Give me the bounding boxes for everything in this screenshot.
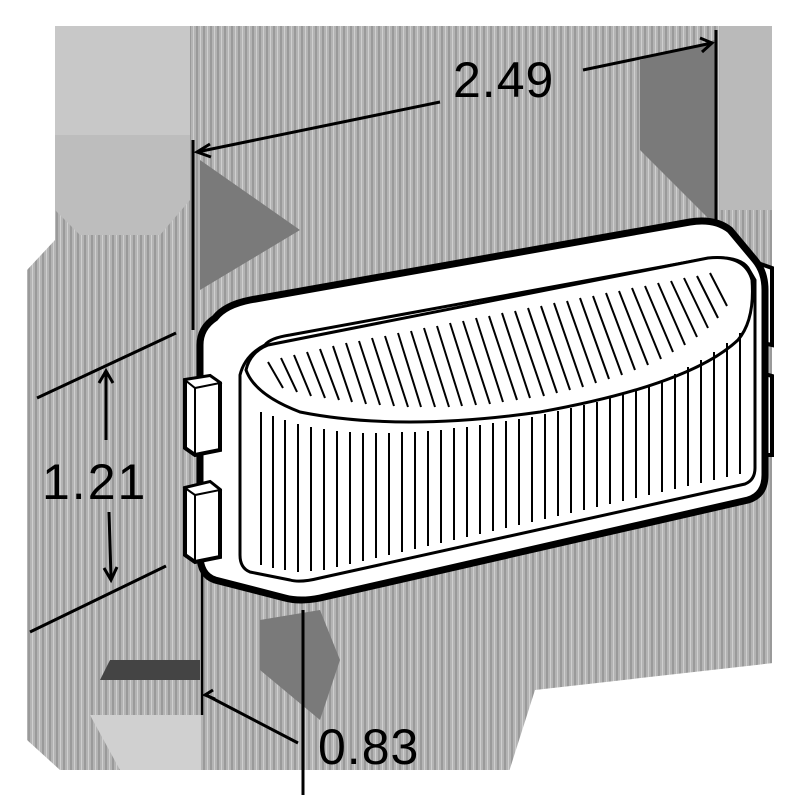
depth-dimension-label: 0.83 [318, 719, 420, 775]
lens-ribs-vertical [260, 333, 741, 572]
height-dimension-line [97, 368, 119, 584]
width-dimension-line [193, 36, 715, 159]
depth-dimension-line [201, 688, 299, 745]
lens-ribs-diagonal [267, 272, 728, 408]
width-dimension-label: 2.49 [453, 52, 555, 108]
left-tab-lower [182, 479, 223, 565]
left-tab-upper [182, 373, 223, 458]
height-dimension-label: 1.21 [42, 454, 148, 510]
extension-lines [29, 30, 718, 795]
lamp-body [182, 217, 774, 604]
